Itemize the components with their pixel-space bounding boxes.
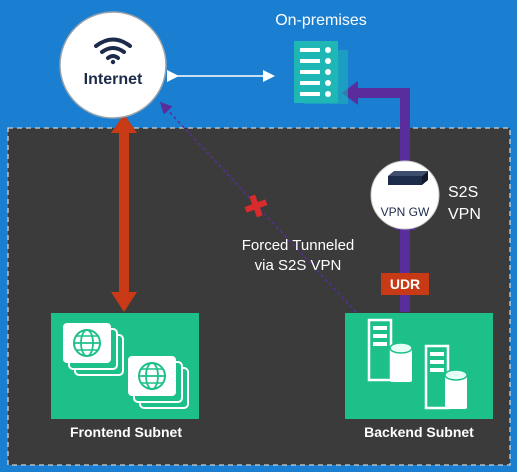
frontend-subnet-label: Frontend Subnet [70,424,182,440]
onprem-label: On-premises [275,12,367,29]
server-stack-icon [294,41,348,104]
vpn-gateway-icon [388,171,428,185]
internet-label: Internet [84,71,143,88]
web-globe-icon [63,323,189,409]
vpn-gateway-node: VPN GW [370,160,440,230]
frontend-subnet [51,313,199,419]
wifi-icon [94,37,132,65]
udr-badge: UDR [381,273,429,295]
udr-label: UDR [390,276,420,292]
plus-icon [244,194,268,218]
s2s-label-line2: VPN [448,206,481,223]
vpngw-onprem-arrow [342,81,410,166]
internet-node: Internet [59,11,167,119]
vpn-gw-label: VPN GW [381,205,430,219]
forced-tunnel-label-line1: Forced Tunneled [242,237,355,254]
s2s-label-line1: S2S [448,184,478,201]
internet-frontend-arrow [111,114,137,312]
backend-subnet [345,313,493,419]
backend-subnet-label: Backend Subnet [364,424,474,440]
database-server-icon [367,318,468,410]
forced-tunnel-label-line2: via S2S VPN [255,257,342,274]
